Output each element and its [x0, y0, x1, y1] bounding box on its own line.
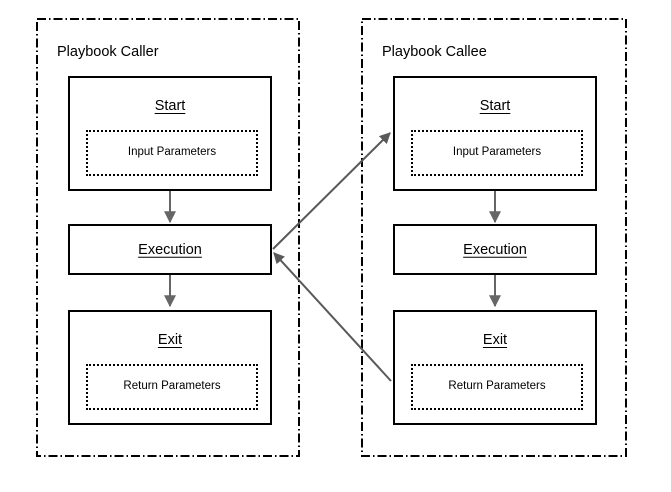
node-callee-execution[interactable]: Execution	[393, 224, 597, 275]
callee-exit-return-parameters-label: Return Parameters	[448, 380, 546, 393]
caller-exit-return-parameters-box: Return Parameters	[86, 364, 258, 410]
node-caller-start-title: Start	[154, 98, 186, 114]
node-callee-start-title: Start	[479, 98, 511, 114]
node-caller-exit[interactable]: Exit Return Parameters	[68, 310, 272, 425]
caller-start-input-parameters-label: Input Parameters	[127, 146, 217, 159]
node-callee-execution-title: Execution	[463, 241, 527, 258]
caller-exit-return-parameters-label: Return Parameters	[123, 380, 221, 393]
caller-start-input-parameters-box: Input Parameters	[86, 130, 258, 176]
node-caller-execution-title: Execution	[138, 241, 202, 258]
node-caller-execution[interactable]: Execution	[68, 224, 272, 275]
node-caller-start[interactable]: Start Input Parameters	[68, 76, 272, 191]
node-callee-exit-title: Exit	[482, 332, 508, 348]
lane-caller-title: Playbook Caller	[57, 44, 159, 60]
node-caller-exit-title: Exit	[157, 332, 183, 348]
callee-start-input-parameters-label: Input Parameters	[452, 146, 542, 159]
node-callee-start[interactable]: Start Input Parameters	[393, 76, 597, 191]
lane-callee-title: Playbook Callee	[382, 44, 487, 60]
callee-exit-return-parameters-box: Return Parameters	[411, 364, 583, 410]
callee-start-input-parameters-box: Input Parameters	[411, 130, 583, 176]
node-callee-exit[interactable]: Exit Return Parameters	[393, 310, 597, 425]
